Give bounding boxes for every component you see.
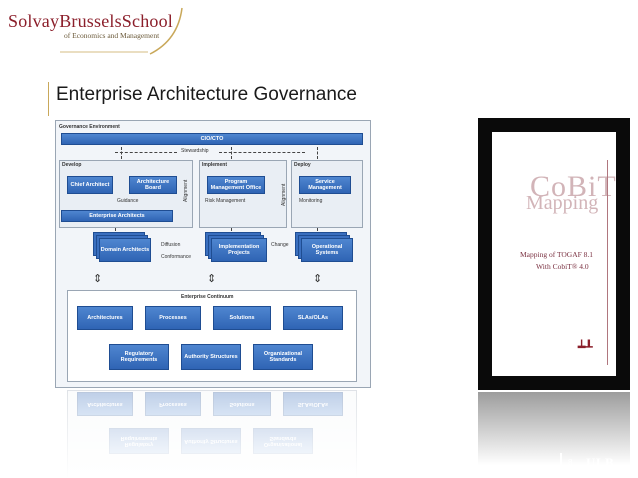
- authority-structures-box: Authority Structures: [181, 344, 241, 370]
- service-management-box: Service Management: [299, 176, 351, 194]
- book-mapping-title: Mapping: [526, 192, 599, 214]
- title-accent-bar: [48, 82, 49, 116]
- book-cobit-title: CoBiT: [530, 170, 617, 203]
- architectures-box: Architectures: [77, 306, 133, 330]
- operational-systems-stack: Operational Systems: [295, 232, 353, 262]
- stewardship-line-left: [115, 152, 177, 153]
- enterprise-architects-box: Enterprise Architects: [61, 210, 173, 222]
- school-logo-subtitle: of Economics and Management: [64, 31, 160, 40]
- enterprise-continuum-label: Enterprise Continuum: [181, 294, 234, 300]
- architecture-board-box: Architecture Board: [129, 176, 177, 194]
- organizational-standards-box: Organizational Standards: [253, 344, 313, 370]
- book-subtitle-line1: Mapping of TOGAF 8.1: [520, 250, 594, 259]
- regulatory-requirements-box: Regulatory Requirements: [109, 344, 169, 370]
- operational-systems-box: Operational Systems: [301, 238, 353, 262]
- conformance-label: Conformance: [161, 254, 192, 260]
- itgi-logo-icon: ┷┸: [578, 340, 593, 354]
- processes-box: Processes: [145, 306, 201, 330]
- slide-title: Enterprise Architecture Governance: [56, 84, 357, 105]
- connector-cio-develop: [121, 147, 122, 159]
- connector-cio-deploy: [317, 147, 318, 159]
- reflection-fade: [55, 390, 371, 478]
- page-number: 8: [568, 458, 573, 467]
- implement-label: Implement: [202, 162, 228, 168]
- stewardship-label: Stewardship: [181, 148, 209, 154]
- domain-architects-box: Domain Architects: [99, 238, 151, 262]
- deploy-label: Deploy: [294, 162, 311, 168]
- footer-divider: [560, 453, 562, 473]
- alignment-label-2: Alignment: [281, 183, 287, 206]
- ulb-logo-text: ULB: [586, 455, 615, 470]
- implementation-projects-stack: Implementation Projects: [205, 232, 267, 262]
- implement-panel: [199, 160, 287, 228]
- alignment-label-1: Alignment: [183, 179, 189, 202]
- monitoring-label: Monitoring: [299, 198, 323, 204]
- cobit-book-cover: CoBiT Mapping Mapping of TOGAF 8.1 With …: [478, 118, 630, 390]
- deploy-panel: [291, 160, 363, 228]
- book-vertical-rule: [607, 160, 608, 365]
- double-arrow-icon: ⇕: [207, 273, 217, 285]
- connector-cio-implement: [231, 147, 232, 159]
- book-reflection: [478, 392, 630, 478]
- book-subtitle-line2: With CobiT® 4.0: [536, 262, 589, 271]
- pmo-box: Program Management Office: [207, 176, 265, 194]
- book-page: CoBiT Mapping Mapping of TOGAF 8.1 With …: [492, 132, 616, 376]
- develop-label: Develop: [62, 162, 82, 168]
- double-arrow-icon: ⇕: [93, 273, 103, 285]
- domain-architects-stack: Domain Architects: [93, 232, 151, 262]
- solutions-box: Solutions: [213, 306, 271, 330]
- slas-olas-box: SLAs/OLAs: [283, 306, 343, 330]
- school-logo-text: SolvayBrusselsSchool: [8, 11, 174, 31]
- guidance-label: Guidance: [117, 198, 139, 204]
- chief-architect-box: Chief Architect: [67, 176, 113, 194]
- governance-environment-label: Governance Environment: [59, 124, 120, 130]
- governance-diagram: Governance Environment CIO/CTO Stewardsh…: [55, 120, 371, 390]
- logo-arc-graphic: [60, 7, 183, 55]
- change-label: Change: [271, 242, 289, 248]
- implementation-projects-box: Implementation Projects: [211, 238, 267, 262]
- diffusion-label: Diffusion: [161, 242, 181, 248]
- double-arrow-icon: ⇕: [313, 273, 323, 285]
- cio-box: CIO/CTO: [61, 133, 363, 145]
- risk-management-label: Risk Management: [205, 198, 246, 204]
